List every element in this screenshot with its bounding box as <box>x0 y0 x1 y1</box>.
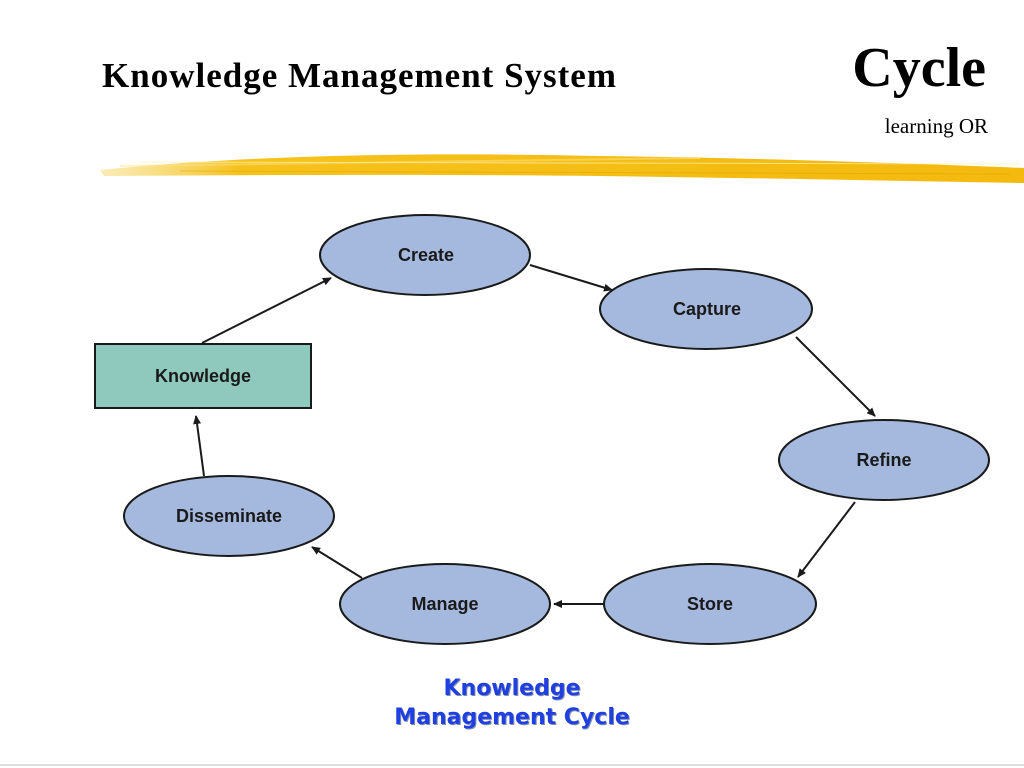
slide-title-emphasis: Cycle <box>852 37 986 99</box>
slide-title: Knowledge Management System <box>102 56 618 95</box>
node-disseminate <box>123 475 335 557</box>
diagram-caption-line1: Knowledge <box>443 676 581 701</box>
node-capture <box>599 268 813 350</box>
slide-subtitle: learning OR <box>884 114 988 138</box>
arrow-disseminate-knowledge <box>193 415 205 477</box>
node-store <box>603 563 817 645</box>
highlighter-stroke <box>100 154 1024 183</box>
node-label-store: Store <box>687 594 733 614</box>
bottom-divider <box>0 764 1024 766</box>
arrow-create-capture <box>529 264 613 292</box>
arrow-manage-disseminate <box>311 546 363 579</box>
node-label-disseminate: Disseminate <box>176 506 282 526</box>
arrow-capture-refine <box>795 336 876 417</box>
diagram-caption-line2: Management Cycle <box>394 705 630 730</box>
node-label-refine: Refine <box>856 450 911 470</box>
node-manage <box>339 563 551 645</box>
node-label-create: Create <box>398 245 454 265</box>
knowledge-cycle-diagram: Create Capture Refine Store Manage Disse… <box>94 214 990 645</box>
arrow-refine-store <box>797 501 856 578</box>
node-label-manage: Manage <box>411 594 478 614</box>
node-label-knowledge: Knowledge <box>155 366 251 386</box>
node-label-capture: Capture <box>673 299 741 319</box>
node-knowledge <box>94 343 312 409</box>
node-refine <box>778 419 990 501</box>
node-create <box>319 214 531 296</box>
arrow-knowledge-create <box>201 277 332 344</box>
